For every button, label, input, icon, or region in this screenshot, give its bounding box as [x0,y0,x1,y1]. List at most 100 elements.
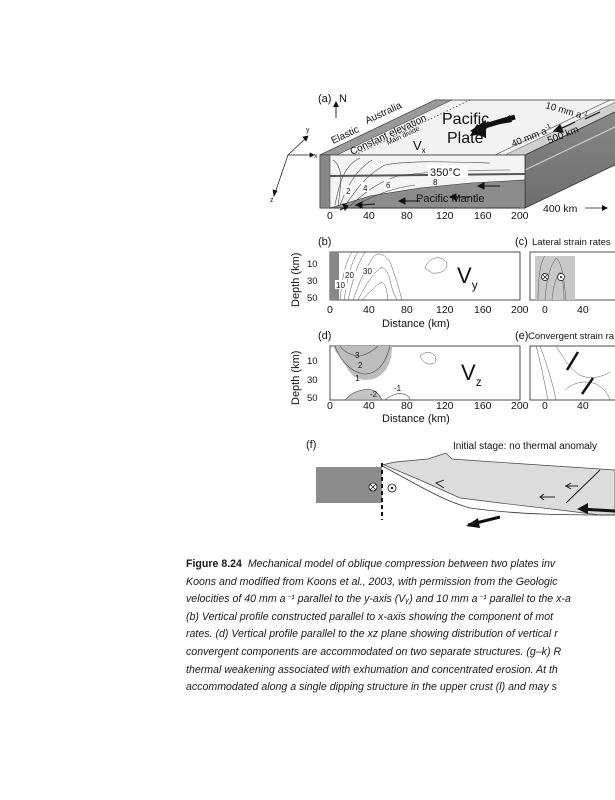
y-tick: 30 [307,276,318,287]
north-label: N [339,93,347,105]
vz-label: Vz [461,360,482,389]
caption-line: convergent components are accommodated o… [186,645,562,658]
panel-b-ylabel: Depth (km) [290,253,302,307]
contour-label: 10 [336,281,345,290]
panel-f-tag: (f) [306,439,316,451]
x-tick: 80 [401,304,413,316]
x-tick: 200 [511,400,529,412]
x-tick: 80 [401,400,413,412]
contour-label: 6 [386,181,391,190]
x-tick: 40 [577,304,589,316]
contour-label: 20 [345,271,354,280]
x-tick: 160 [474,400,492,412]
y-tick: 50 [307,293,318,304]
panel-e-x-ticks: 0 40 [542,400,589,412]
temp-350-label: 350°C [430,167,461,179]
vy-contour-labels: 20 30 10 [335,266,374,290]
panel-a-x-ticks: 0 40 80 120 160 200 [327,210,529,222]
caption-line: (b) Vertical profile constructed paralle… [186,610,554,623]
contour-label: 8 [433,178,438,187]
panel-d-xlabel: Distance (km) [382,413,450,425]
panel-b-x-ticks: 0 40 80 120 160 200 [327,304,529,316]
panel-c-tag: (c) [515,236,528,248]
y-tick: 10 [307,356,318,367]
caption-text: Mechanical model of oblique compression … [247,558,556,570]
panel-e: (e) Convergent strain ra 0 40 [515,330,615,412]
panel-d-tag: (d) [318,330,331,342]
contour-label: 3 [355,351,360,360]
contour-label: 1 [355,374,360,383]
australia-elastic-front [319,154,331,209]
contour-label: 30 [363,267,372,276]
figure-caption: Figure 8.24 Mechanical model of oblique … [186,556,615,697]
mantle-arrows [339,182,500,212]
caption-line: velocities of 40 mm a⁻¹ parallel to the … [186,593,571,606]
panel-c: (c) Lateral strain rates 0 40 [515,236,615,316]
vz-contour-labels: 3 2 1 -2 -1 [355,351,402,399]
x-tick: 0 [542,304,548,316]
vx-contour-labels: 2 4 6 8 [344,178,438,196]
coordinate-axes [272,135,315,197]
y-tick: 30 [307,375,318,386]
x-tick: 40 [363,400,375,412]
contour-label: 2 [358,361,363,370]
top-velocity-arrows [552,111,601,133]
vy-label: Vy [457,263,478,292]
axis-y-label: y [306,127,310,134]
x-tick: 120 [436,210,454,222]
pacific-plate-label-1: Pacific [442,111,489,128]
x-tick: 160 [474,210,492,222]
dist-400-label: 400 km [543,203,578,215]
x-tick: 160 [474,304,492,316]
panel-e-tag: (e) [515,330,528,342]
panel-a-tag: (a) [318,93,331,105]
x-tick: 200 [511,210,529,222]
y-tick: 50 [307,393,318,404]
x-tick: 40 [577,400,589,412]
contour-label: -1 [394,384,402,393]
x-tick: 0 [327,400,333,412]
vz-contours [333,346,437,400]
contour-label: 4 [363,184,368,193]
panel-d-y-ticks: 10 30 50 [307,356,318,404]
x-tick: 200 [511,304,529,316]
caption-line: thermal weakening associated with exhuma… [186,663,558,676]
pacific-plate-label-2: Plate [447,130,484,147]
caption-line: accommodated along a single dipping stru… [186,681,557,694]
f-slab-arrows [466,503,615,528]
panel-c-x-ticks: 0 40 [542,304,589,316]
axis-x-label: x [314,153,318,160]
axis-z-label: z [270,197,274,204]
pacific-mantle-wedge [329,179,526,209]
x-tick: 40 [363,304,375,316]
caption-line: Koons and modified from Koons et al., 20… [186,575,558,588]
x-tick: 0 [542,400,548,412]
isotherm-350 [329,173,526,177]
panel-c-title: Lateral strain rates [532,237,611,248]
panel-b: 20 30 10 Vy (b) Depth (km) 10 30 50 0 40… [290,236,529,330]
x-tick: 0 [327,304,333,316]
convergent-shear-marks [565,351,595,395]
panel-f: (f) Initial stage: no thermal anomaly [306,439,615,528]
panel-d-x-ticks: 0 40 80 120 160 200 [327,400,529,412]
main-divide-line [354,99,471,156]
panel-a: (a) N Elastic Australia Constant elevati… [270,93,615,222]
x-tick: 120 [436,304,454,316]
panel-f-title: Initial stage: no thermal anomaly [453,441,597,452]
vx-label: Vx [413,138,426,155]
x-tick: 0 [327,210,333,222]
panel-b-y-ticks: 10 30 50 [307,259,318,304]
figure-label: Figure 8.24 [186,558,242,570]
panel-e-title: Convergent strain ra [528,331,615,342]
x-tick: 120 [436,400,454,412]
panel-d-ylabel: Depth (km) [290,351,302,405]
pacific-mantle-label: Pacific Mantle [416,193,484,205]
f-shear-arrows [434,469,601,504]
panel-d: 3 2 1 -2 -1 Vz (d) Depth (km) 10 30 50 0… [290,330,529,425]
north-arrow [333,101,339,118]
x-tick: 40 [363,210,375,222]
panel-b-xlabel: Distance (km) [382,318,450,330]
orogen-wedge [381,452,615,516]
